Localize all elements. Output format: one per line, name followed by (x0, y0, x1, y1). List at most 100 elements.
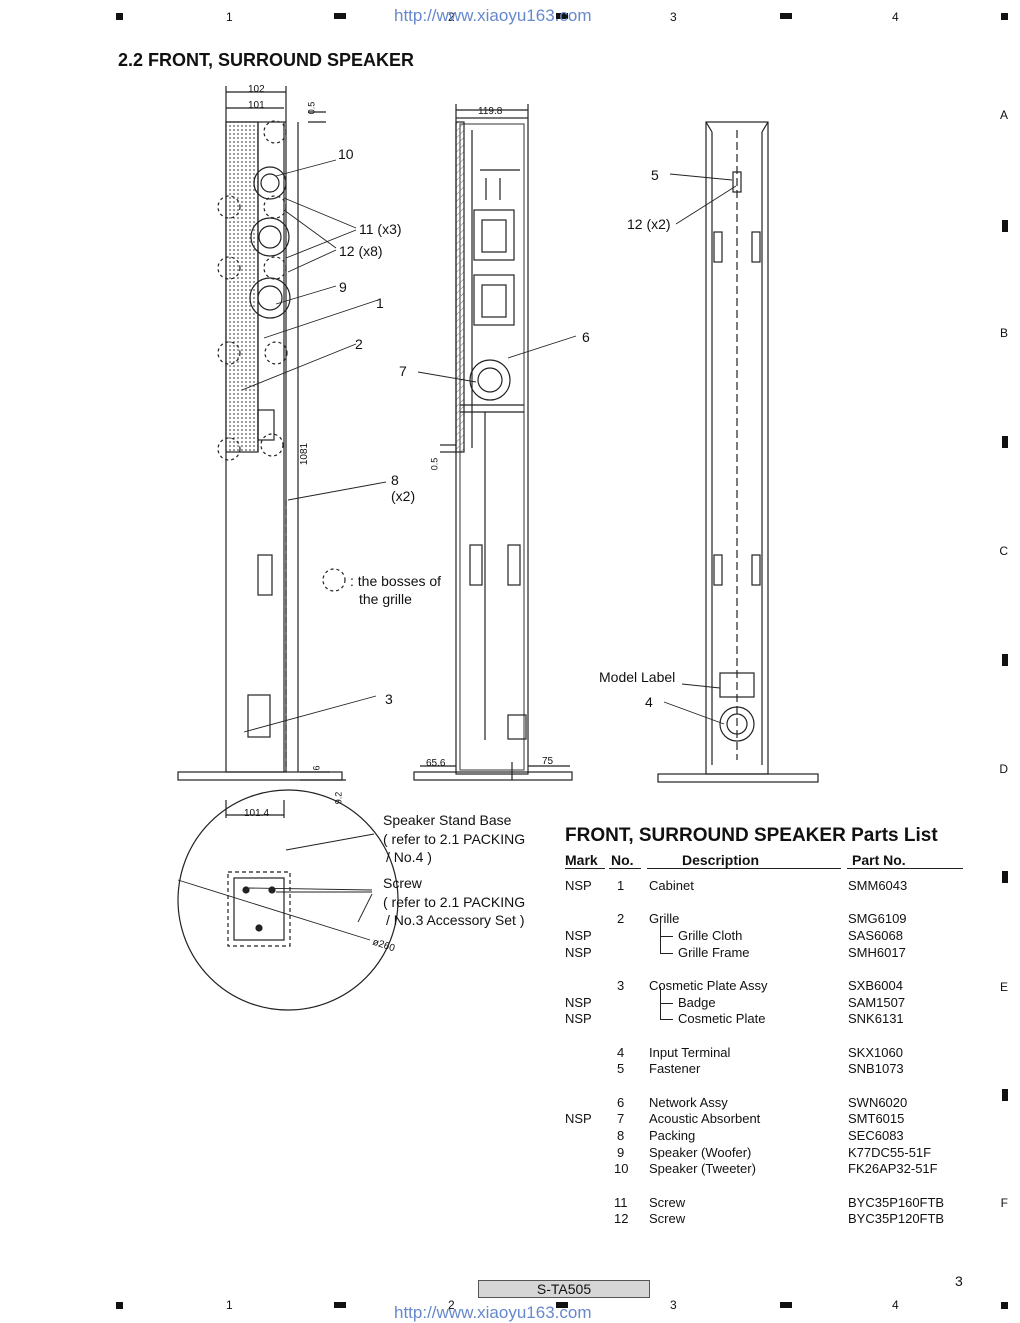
col-4: 4 (892, 10, 899, 24)
part-mark: NSP (565, 878, 592, 893)
dim-05-side: 0.5 (429, 457, 440, 471)
input-terminal-rear (719, 706, 755, 742)
part-description: Grille (649, 911, 680, 926)
dim-05-top: 0.5 (306, 101, 317, 115)
callout-4: 4 (645, 694, 653, 710)
part-code: SMH6017 (848, 945, 906, 960)
dim-9-2: 9.2 (333, 791, 344, 805)
legend-boss-symbol (322, 568, 346, 592)
callout-11: 11 (x3) (359, 221, 402, 237)
col-3: 3 (670, 10, 677, 24)
part-mark: NSP (565, 1111, 592, 1126)
part-mark: NSP (565, 995, 592, 1010)
grille-boss (217, 256, 241, 280)
part-description: Cosmetic Plate (678, 1011, 766, 1026)
col-3: 3 (670, 1298, 677, 1312)
part-description: Network Assy (649, 1095, 728, 1110)
tree-branch (660, 937, 673, 954)
network-assy (469, 359, 511, 401)
col-no: No. (611, 852, 634, 868)
row-marker (1002, 654, 1008, 666)
grille-boss (264, 341, 288, 365)
part-mark: NSP (565, 928, 592, 943)
col-2: 2 (448, 1298, 455, 1312)
part-description: Speaker (Woofer) (649, 1145, 752, 1160)
part-code: K77DC55-51F (848, 1145, 932, 1160)
row-d: D (999, 762, 1008, 776)
part-description: Badge (678, 995, 716, 1010)
row-marker (1002, 871, 1008, 883)
part-description: Fastener (649, 1061, 701, 1076)
grid-marker (780, 1302, 792, 1308)
grid-marker (116, 1302, 123, 1309)
part-code: FK26AP32-51F (848, 1161, 938, 1176)
tree-branch (660, 987, 673, 1004)
part-code: SEC6083 (848, 1128, 904, 1143)
dim-1081: 1081 (299, 442, 311, 466)
side-cabinet (455, 117, 529, 775)
callout-12-x2: 12 (x2) (627, 216, 671, 232)
input-terminal (507, 714, 527, 740)
part-description: Screw (649, 1211, 686, 1226)
part-description: Grille Cloth (678, 928, 743, 943)
col-description: Description (682, 852, 760, 868)
part-number-index: 12 (614, 1211, 629, 1226)
callout-6: 6 (582, 329, 590, 345)
screw-note-line: ( refer to 2.1 PACKING (383, 894, 526, 910)
page-number: 3 (955, 1273, 963, 1289)
callout-8: 8 (391, 472, 399, 488)
part-description: Packing (649, 1128, 696, 1143)
header-url[interactable]: http://www.xiaoyu163.com (394, 6, 592, 25)
tweeter (253, 166, 287, 200)
dim-101: 101 (248, 100, 265, 111)
stand-base-note-line: ( refer to 2.1 PACKING (383, 831, 526, 847)
woofer (249, 277, 291, 319)
grid-marker (334, 13, 346, 19)
part-description: Input Terminal (649, 1045, 731, 1060)
part-description: Grille Frame (678, 945, 750, 960)
grille-section (455, 121, 465, 453)
callout-7: 7 (399, 363, 407, 379)
grille-boss (260, 433, 284, 457)
row-marker (1002, 220, 1008, 232)
row-f: F (1000, 1196, 1008, 1210)
boss-legend-line2: the grille (359, 591, 412, 607)
row-a: A (999, 108, 1008, 122)
grid-marker (116, 13, 123, 20)
dim-6: 6 (311, 765, 322, 771)
boss-legend-line1: : the bosses of (350, 573, 442, 589)
part-code: SKX1060 (848, 1045, 903, 1060)
part-description: Cosmetic Plate Assy (649, 978, 768, 993)
stand-base-top-view (177, 789, 399, 1011)
col-4: 4 (892, 1298, 899, 1312)
callout-8-qty: (x2) (391, 488, 416, 504)
dim-102: 102 (248, 84, 265, 95)
tree-branch (660, 920, 673, 937)
dim-119-8: 119.8 (478, 106, 503, 117)
row-marker (1002, 436, 1008, 448)
grille-boss (263, 256, 287, 280)
grille-boss (263, 195, 287, 219)
grid-marker (1001, 13, 1008, 20)
grille-boss (263, 120, 287, 144)
footer-url[interactable]: http://www.xiaoyu163.com (394, 1303, 592, 1322)
stand-base-note-line: / No.4 ) (386, 849, 432, 865)
callout-12-x8: 12 (x8) (339, 243, 383, 259)
grid-marker (334, 1302, 346, 1308)
part-description: Screw (649, 1195, 686, 1210)
screw-note-line: / No.3 Accessory Set ) (386, 912, 525, 928)
fastener (732, 171, 742, 193)
grille-boss (217, 341, 241, 365)
part-description: Acoustic Absorbent (649, 1111, 761, 1126)
callout-5: 5 (651, 167, 659, 183)
part-number-index: 4 (617, 1045, 625, 1060)
row-b: B (999, 326, 1008, 340)
grid-marker (1001, 1302, 1008, 1309)
part-code: SXB6004 (848, 978, 903, 993)
stand-base-note-line: Speaker Stand Base (383, 812, 512, 828)
dim-75: 75 (542, 756, 554, 767)
parts-list-title: FRONT, SURROUND SPEAKER Parts List (565, 825, 938, 846)
callout-3: 3 (385, 691, 393, 707)
col-part-no: Part No. (852, 852, 906, 868)
